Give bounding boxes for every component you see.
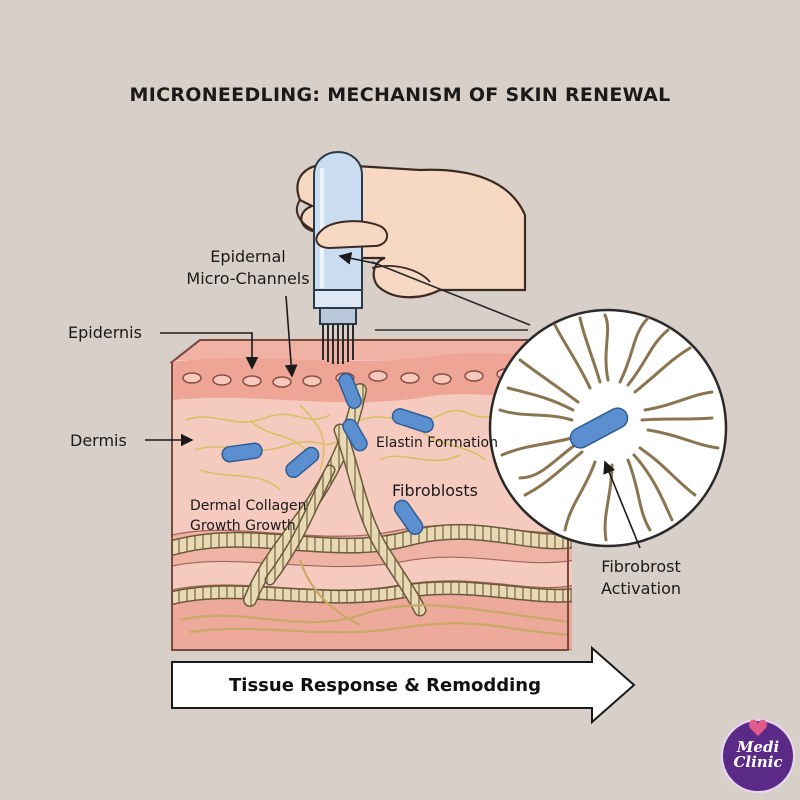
fibroblast-cell-icon (393, 499, 424, 535)
elastin-fibers (184, 404, 501, 491)
fibroblast-cell-icon (221, 442, 263, 463)
activation-label: Fibrobrost Activation (586, 556, 696, 600)
leader-lines (145, 252, 641, 549)
skin-block (169, 339, 582, 651)
magnifier-circle-icon (488, 308, 728, 548)
activation-label-line1: Fibrobrost (601, 557, 681, 576)
fibroblast-cell-icon (285, 446, 320, 479)
dermis-label: Dermis (70, 431, 127, 450)
page-title: MICRONEEDLING: MECHANISM OF SKIN RENEWAL (129, 84, 671, 106)
epidermis-arrow (160, 332, 259, 370)
epidermis-label: Epidernis (68, 323, 142, 342)
thumb-shape (315, 220, 389, 250)
logo-line2: Clinic (733, 753, 783, 771)
microneedling-pen-icon (313, 150, 363, 364)
micro-channels-arrow (284, 295, 298, 378)
elastin-label: Elastin Formation (376, 435, 498, 451)
process-arrow-label: Tissue Response & Remodding (229, 675, 541, 696)
medi-clinic-logo-icon (721, 719, 795, 793)
fibroblast-cell-icon (391, 408, 434, 433)
fibroblasts-label: Fibroblosts (392, 481, 478, 500)
fibroblast-cell-icon (569, 407, 629, 449)
radiating-fibers (498, 313, 720, 542)
collagen-label-line2: Growth Growth (190, 518, 296, 534)
collagen-fibers (172, 383, 580, 617)
pen-to-circle-line (371, 261, 531, 326)
fibroblast-cell-icon (338, 373, 362, 409)
fine-strands (179, 559, 571, 637)
micro-channels-label-line2: Micro-Channels (186, 269, 310, 288)
logo-text: Medi Clinic (726, 740, 790, 770)
micro-channels-label-line1: Epidernal (210, 247, 286, 266)
fibroblast-cell-icon (342, 418, 368, 452)
collagen-label: Dermal Collagen Growth Growth (190, 496, 307, 536)
logo-line1: Medi (736, 738, 780, 756)
activation-label-line2: Activation (600, 579, 682, 598)
micro-channels-label: Epidernal Micro-Channels (178, 246, 318, 290)
pen-arrow (338, 252, 379, 265)
process-arrow-icon (171, 645, 636, 725)
collagen-label-line1: Dermal Collagen (190, 498, 307, 514)
needle-tips (322, 324, 354, 364)
activation-arrow (603, 460, 641, 549)
fibroblast-cells (221, 373, 434, 535)
